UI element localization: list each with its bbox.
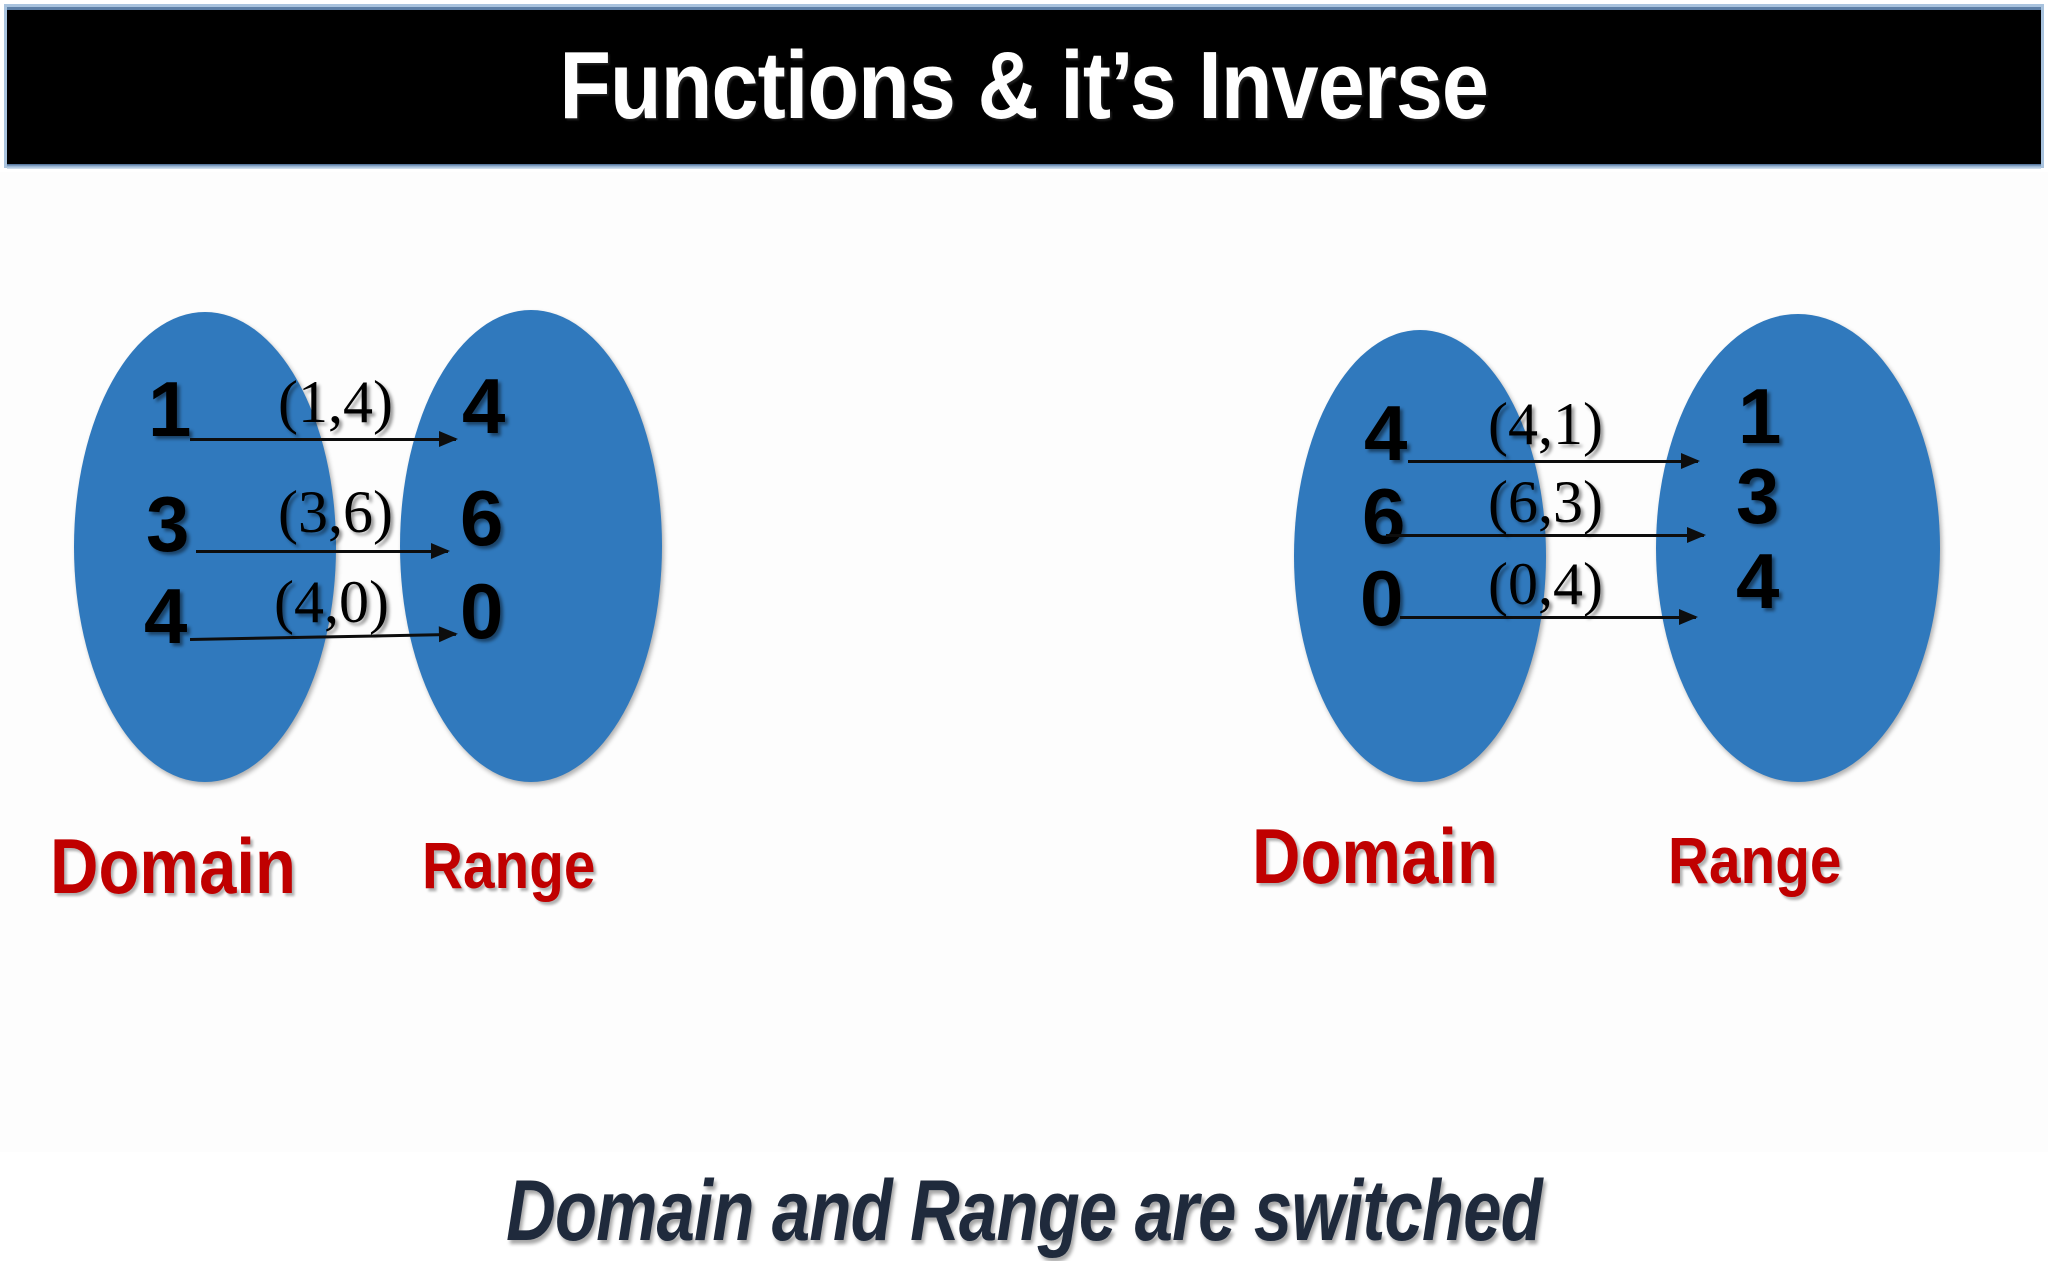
mapping-arrow	[196, 543, 450, 559]
mapping-arrow	[1408, 453, 1700, 469]
domain-caption: Domain	[1252, 812, 1498, 900]
function-mapping-diagram: 1 3 4 4 6 0 (1,4) (3,6) (4,0) Domain Ran…	[0, 172, 1000, 1152]
banner-bottom-edge	[7, 164, 2041, 169]
range-ellipse-inverse	[1656, 314, 1940, 782]
range-caption: Range	[1668, 823, 1842, 897]
ordered-pair-label: (1,4)	[278, 369, 393, 435]
range-value: 1	[1738, 372, 1782, 460]
domain-ellipse-inverse	[1294, 330, 1546, 782]
range-value: 3	[1736, 452, 1780, 540]
mapping-arrow	[1400, 609, 1698, 625]
range-value: 4	[462, 362, 506, 450]
ordered-pair-label: (3,6)	[278, 479, 393, 545]
ordered-pair-label: (4,0)	[274, 569, 389, 635]
banner-top-edge	[7, 7, 2041, 10]
ordered-pair-label: (4,1)	[1488, 391, 1603, 457]
ordered-pair-label: (6,3)	[1488, 469, 1603, 535]
ordered-pair-label: (0,4)	[1488, 551, 1603, 617]
domain-value: 6	[1362, 472, 1406, 560]
range-value: 0	[460, 567, 504, 655]
title-banner: Functions & it’s Inverse	[4, 4, 2044, 169]
range-caption: Range	[422, 828, 596, 902]
mapping-arrow	[1386, 527, 1706, 543]
domain-ellipse-function	[74, 312, 336, 782]
domain-caption: Domain	[50, 822, 296, 910]
domain-value: 3	[146, 480, 190, 568]
inverse-mapping-diagram: 4 6 0 1 3 4 (4,1) (6,3) (0,4) Domain Ran…	[1030, 172, 2048, 1152]
range-value: 4	[1736, 537, 1780, 625]
domain-value: 0	[1360, 554, 1404, 642]
mapping-arrow	[190, 431, 458, 447]
domain-value: 1	[148, 365, 192, 453]
domain-value: 4	[1364, 389, 1408, 477]
diagram-canvas: 1 3 4 4 6 0 (1,4) (3,6) (4,0) Domain Ran…	[0, 172, 2048, 1259]
page-title: Functions & it’s Inverse	[559, 32, 1490, 139]
summary-note: Domain and Range are switched	[506, 1163, 1543, 1259]
domain-value: 4	[144, 572, 188, 660]
range-value: 6	[460, 474, 504, 562]
